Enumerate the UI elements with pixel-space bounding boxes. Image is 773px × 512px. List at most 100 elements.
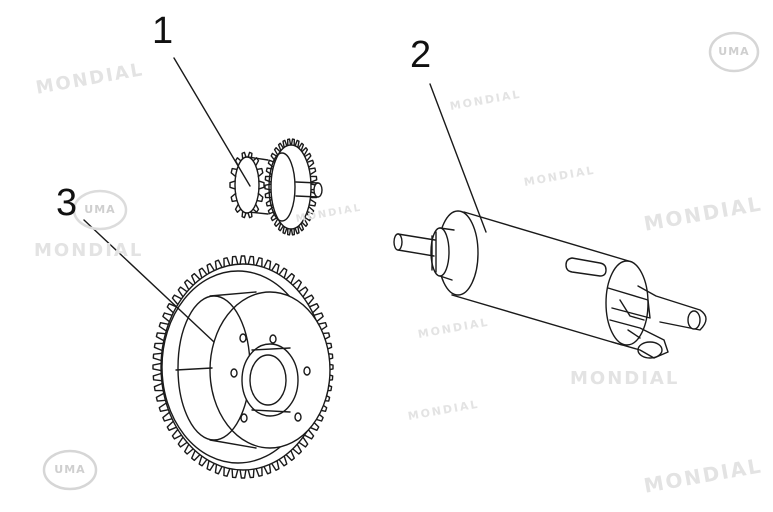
gear-tooth [255,257,263,268]
gear-3-teeth [152,255,334,479]
gear-tooth [155,392,167,402]
gear-tooth [290,138,295,147]
gear-tooth [162,312,173,323]
gear-tooth [206,460,215,471]
gear-tooth [265,167,274,176]
leader-line-3 [83,219,215,343]
gear-tooth [303,294,315,306]
gear-tooth [277,142,285,152]
gear-tooth [230,167,238,178]
gear-tooth [198,455,208,467]
gear-tooth [303,428,315,440]
gear-tooth [241,210,247,219]
gear-tooth [273,147,281,156]
gear-tooth [191,449,201,462]
gear-tooth [206,263,215,274]
gear-tooth [308,167,317,176]
leader-line-2 [429,83,487,233]
gear-tooth [252,157,260,167]
uma-logo-text: UMA [84,203,116,216]
gear-tooth [282,225,288,235]
gear-1-teeth [264,138,318,236]
gear-tooth [297,142,305,152]
gear-tooth [298,436,309,448]
gear-tooth [282,139,288,149]
gear-tooth [256,167,264,178]
gear-tooth [247,151,253,160]
gear-tooth [301,218,309,227]
gear-tooth [264,183,272,191]
gear-tooth [277,222,285,232]
gear-tooth [309,175,318,183]
gear-tooth [230,192,238,203]
gear-tooth [171,294,183,306]
gear-tooth [153,342,164,352]
gear-tooth [292,443,302,455]
gear-tooth [278,455,288,467]
gear-tooth [166,420,178,431]
gear-tooth [267,205,276,215]
callout-2: 2 [410,34,432,76]
gear-tooth [316,322,328,332]
gear-tooth [177,286,188,298]
gear-tooth [158,322,170,332]
gear-tooth [252,203,260,213]
gear-tooth [308,420,320,431]
gear-tooth [255,466,263,477]
gear-tooth [258,180,265,190]
gear-tooth [171,428,183,440]
gear-tooth [256,192,264,203]
uma-logo-text: UMA [718,45,750,58]
gear-tooth [247,210,253,219]
uma-logo: UMA [40,448,100,492]
gear-tooth [191,272,201,285]
pinion-teeth [229,151,265,219]
gear-tooth [223,466,231,477]
uma-logo: UMA [706,30,762,74]
gear-tooth [162,411,173,422]
gear-tooth [301,147,309,156]
callout-3: 3 [56,182,78,224]
gear-tooth [264,191,273,199]
gear-tooth [153,382,164,392]
gear-tooth [271,263,280,274]
gear-tooth [264,175,273,183]
gear-tooth [270,152,278,162]
gear-tooth [285,272,295,285]
watermark-text: MONDIAL [570,368,680,389]
gear-tooth [152,352,163,362]
leader-line-1 [173,57,251,187]
gear-tooth [306,159,315,169]
watermark-text: MONDIAL [34,240,144,261]
gear-tooth [271,460,280,471]
gear-tooth [313,312,324,323]
gear-tooth [304,152,312,162]
gear-tooth [177,436,188,448]
gear-tooth [184,443,194,455]
gear-tooth [158,402,170,412]
gear-tooth [270,212,278,222]
gear-tooth [278,267,288,279]
gear-tooth [263,463,272,475]
gear-tooth [306,205,315,215]
gear-tooth [294,139,300,149]
gear-tooth [308,198,317,207]
gear-tooth [290,227,295,236]
gear-tooth [287,138,292,147]
callout-1: 1 [152,10,174,52]
gear-tooth [229,180,236,190]
gear-tooth [214,463,223,475]
uma-logo: UMA [70,188,130,232]
gear-tooth [247,468,255,479]
gear-tooth [304,212,312,222]
gear-tooth [292,279,302,291]
gear-tooth [234,203,242,213]
gear-tooth [285,449,295,462]
gear-tooth [265,198,274,207]
gear-tooth [214,259,223,271]
gear-tooth [263,259,272,271]
gear-tooth [155,332,167,342]
gear-tooth [294,225,300,235]
gear-tooth [241,151,247,160]
